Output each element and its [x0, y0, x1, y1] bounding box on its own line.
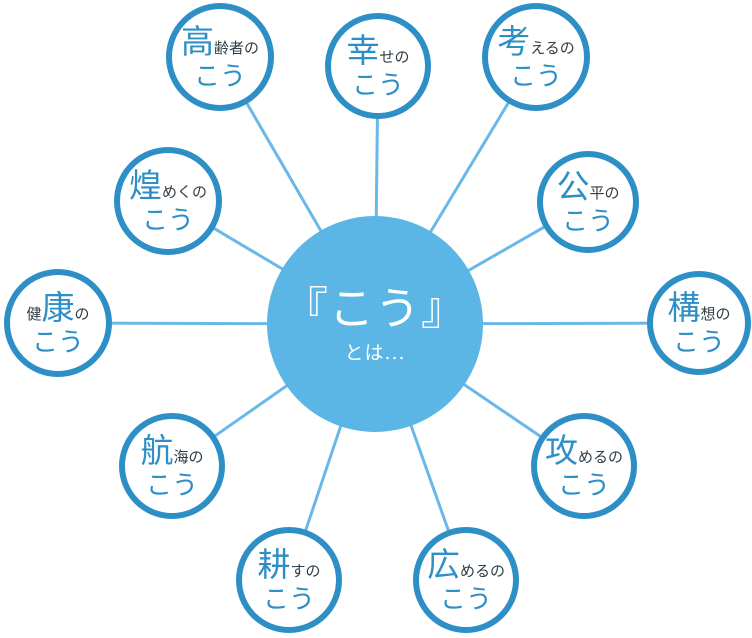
- node-reading: こう: [193, 61, 246, 92]
- connector-line-semeru: [462, 382, 542, 439]
- node-suffix-text: せの: [379, 47, 410, 66]
- connector-line-koukai: [213, 384, 289, 438]
- node-headline: 健康の: [26, 291, 89, 324]
- node-kousou[interactable]: 構想のこう: [647, 271, 751, 375]
- node-semeru[interactable]: 攻めるのこう: [531, 413, 637, 519]
- node-reading: こう: [439, 584, 492, 615]
- node-kanji: 耕: [257, 544, 291, 584]
- node-suffix-text: 平の: [589, 183, 620, 202]
- node-reading: こう: [141, 205, 194, 236]
- node-suffix-text: えるの: [530, 38, 575, 57]
- node-kanji: 煌: [128, 165, 162, 205]
- node-kanji: 康: [41, 287, 75, 327]
- node-suffix-text: すの: [290, 561, 321, 580]
- node-koukai[interactable]: 航海のこう: [119, 413, 225, 519]
- node-suffix-text: めるの: [577, 447, 623, 466]
- node-suffix-text: 海の: [173, 447, 204, 466]
- node-reading: こう: [31, 327, 84, 358]
- node-kouhei[interactable]: 公平のこう: [537, 151, 639, 253]
- node-kangaeru[interactable]: 考えるのこう: [482, 3, 590, 111]
- node-kanji: 航: [140, 430, 174, 470]
- node-headline: 幸せの: [346, 34, 409, 67]
- node-kanji: 構: [667, 287, 701, 327]
- node-prefix-text: 健: [26, 304, 42, 323]
- node-headline: 構想の: [667, 291, 730, 324]
- connector-line-hiromeru: [409, 424, 450, 532]
- center-subtitle: とは...: [344, 341, 406, 364]
- node-kanji: 攻: [544, 430, 578, 470]
- node-headline: 広めるの: [427, 548, 505, 581]
- center-title: 『こう』: [282, 281, 467, 335]
- connector-line-tagayasu: [304, 424, 343, 532]
- node-suffix-text: めくの: [161, 182, 207, 201]
- node-headline: 煌めくの: [129, 169, 207, 202]
- node-kirameku[interactable]: 煌めくのこう: [114, 147, 222, 255]
- node-reading: こう: [262, 584, 315, 615]
- node-headline: 攻めるの: [545, 434, 623, 467]
- node-reading: こう: [145, 470, 198, 501]
- node-kanji: 公: [556, 166, 590, 206]
- node-hiromeru[interactable]: 広めるのこう: [413, 527, 519, 633]
- node-headline: 考えるの: [497, 25, 575, 58]
- node-kanji: 広: [426, 544, 460, 584]
- node-kanji: 考: [497, 21, 531, 61]
- node-reading: こう: [557, 470, 610, 501]
- node-reading: こう: [672, 327, 725, 358]
- node-reading: こう: [561, 206, 614, 237]
- connector-line-kourei: [245, 102, 323, 233]
- node-suffix-text: の: [74, 304, 90, 323]
- node-headline: 耕すの: [257, 548, 320, 581]
- connector-line-kangaeru: [428, 101, 510, 234]
- node-headline: 航海の: [140, 434, 203, 467]
- center-node[interactable]: 『こう』とは...: [267, 216, 483, 432]
- node-reading: こう: [351, 70, 404, 101]
- node-tagayasu[interactable]: 耕すのこう: [236, 527, 342, 633]
- node-kanji: 高: [180, 21, 214, 61]
- node-suffix-text: めるの: [459, 561, 505, 580]
- connector-line-kouhei: [467, 225, 546, 273]
- connector-line-kirameku: [212, 226, 284, 271]
- node-suffix-text: 齢者の: [213, 38, 259, 57]
- node-headline: 公平の: [556, 170, 619, 203]
- connector-line-kousou: [481, 321, 649, 326]
- node-headline: 高齢者の: [181, 25, 259, 58]
- node-kenkou[interactable]: 健康のこう: [4, 269, 112, 377]
- node-kanji: 幸: [346, 30, 380, 70]
- node-suffix-text: 想の: [700, 304, 731, 323]
- node-shiawase[interactable]: 幸せのこう: [325, 13, 431, 119]
- node-kourei[interactable]: 高齢者のこう: [166, 3, 274, 111]
- connector-line-shiawase: [374, 117, 379, 218]
- node-reading: こう: [509, 61, 562, 92]
